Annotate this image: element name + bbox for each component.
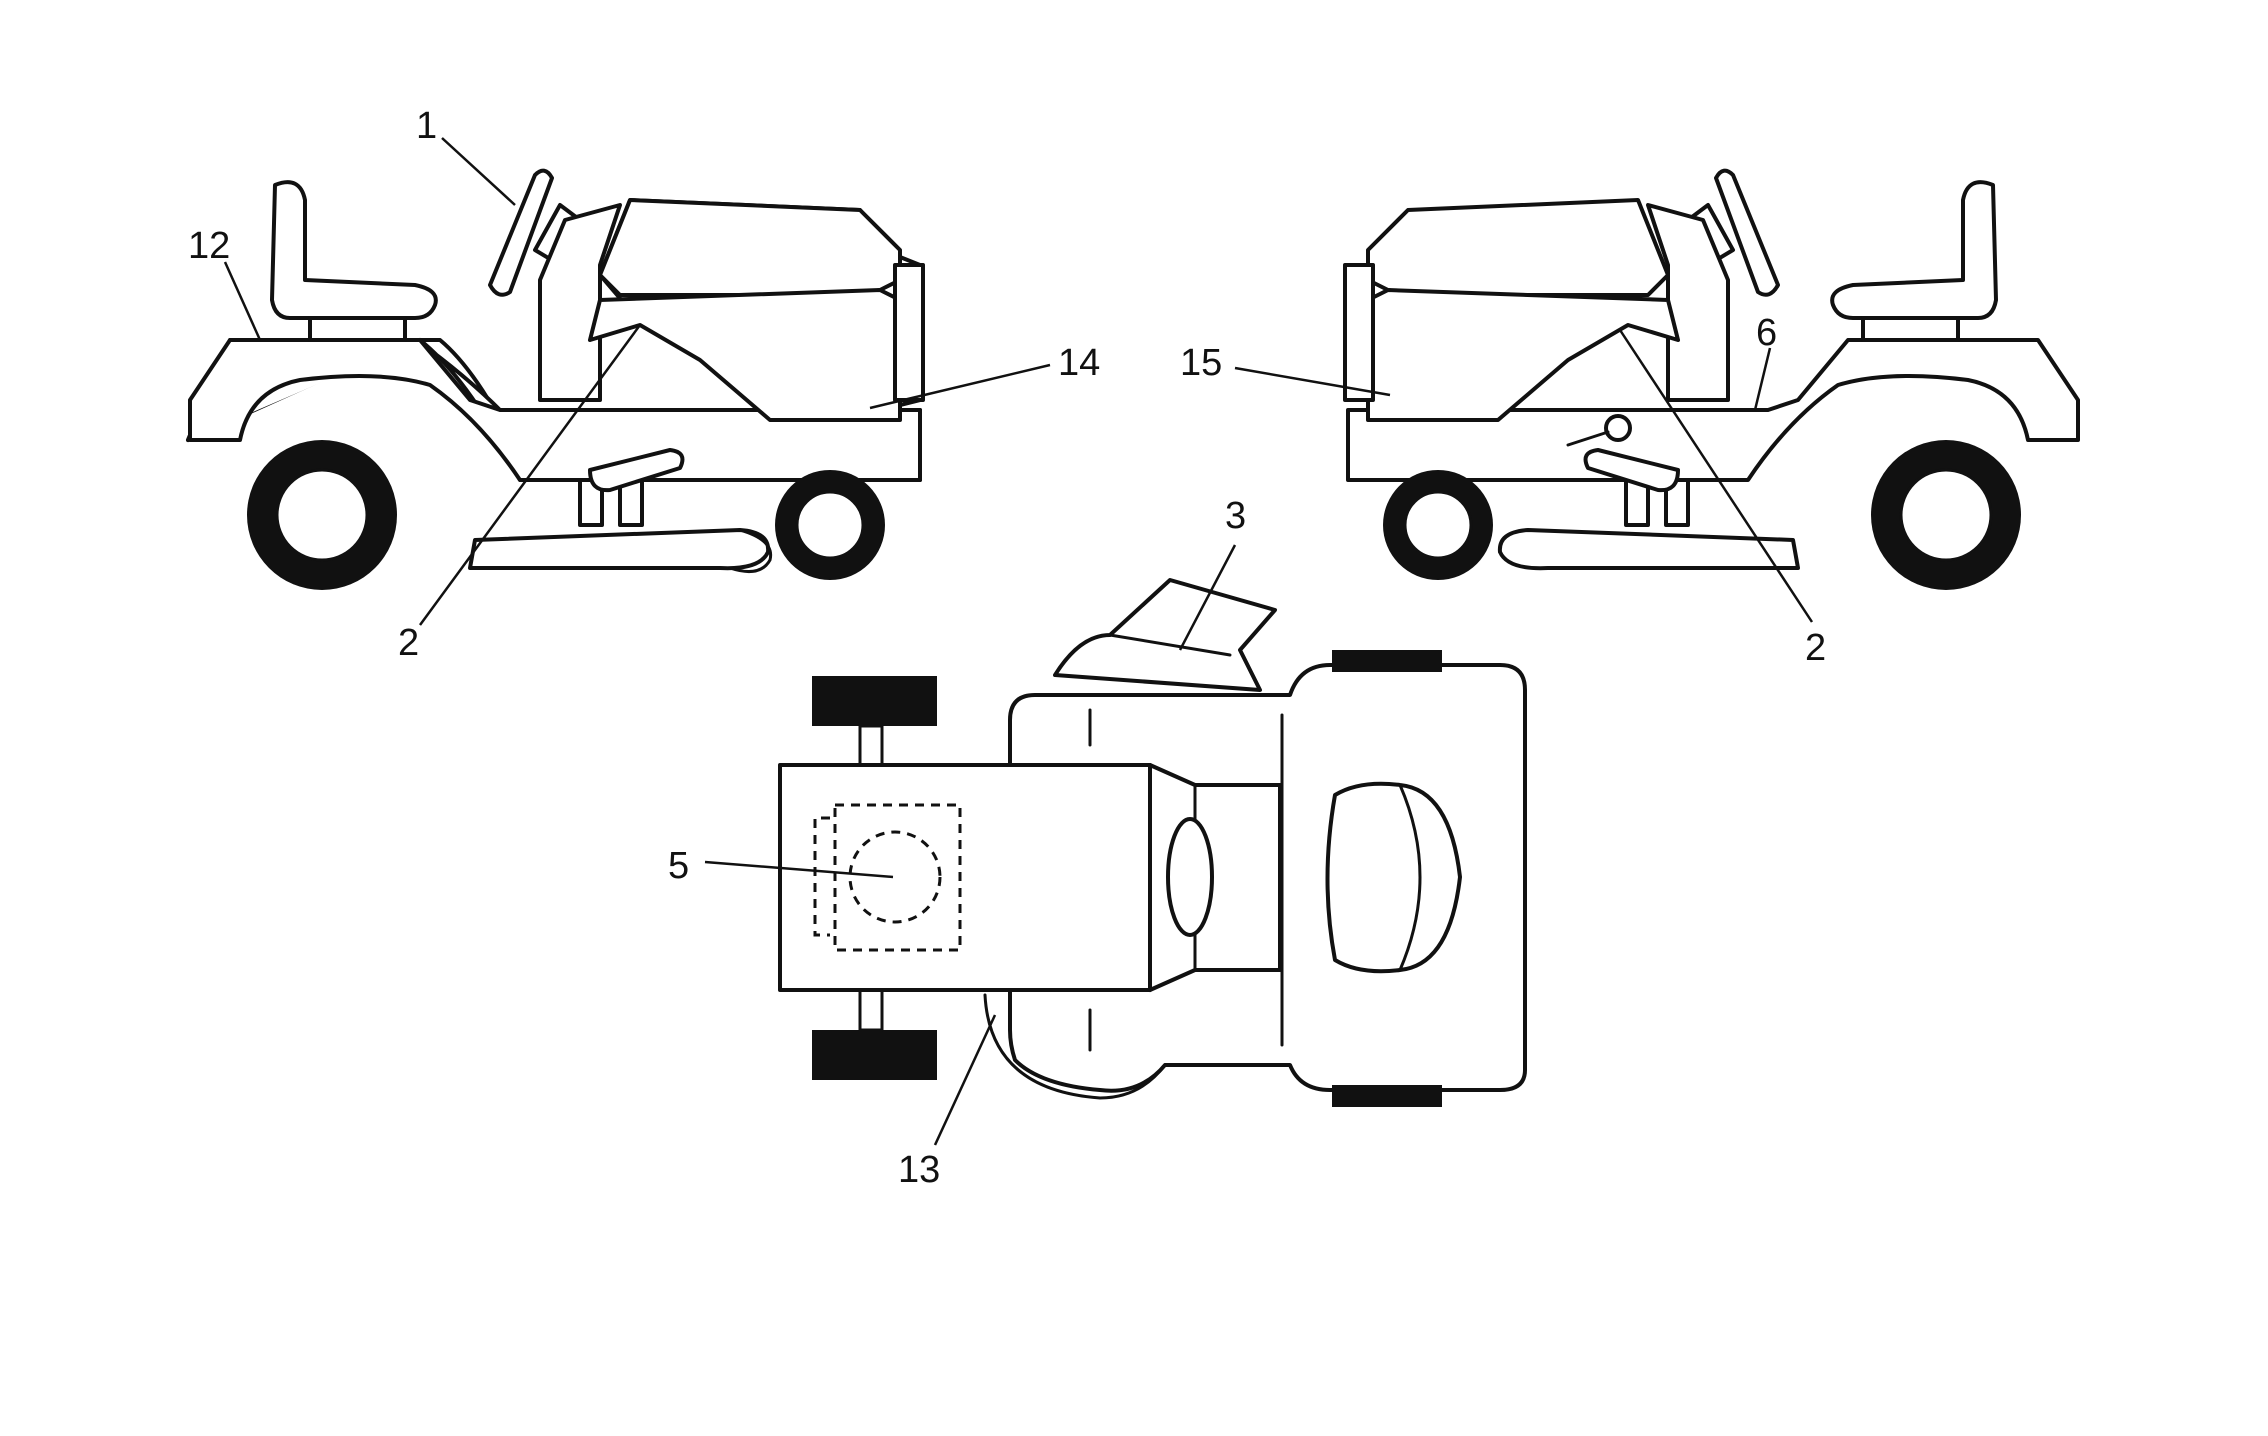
tractor-left-side-view [186, 168, 925, 590]
leader-2-right [1618, 329, 1814, 623]
tractor-top-view [778, 578, 1527, 1107]
callout-15: 15 [1180, 342, 1222, 384]
leader-2-left [418, 324, 642, 626]
callout-13: 13 [898, 1149, 940, 1191]
callout-12: 12 [188, 225, 230, 267]
callout-3: 3 [1225, 495, 1246, 537]
leader-15 [1234, 366, 1391, 397]
tractor-right-side-view [1343, 168, 2080, 590]
callout-2-right: 2 [1805, 627, 1826, 669]
callout-labels: 1 12 2 14 15 6 2 3 5 13 [188, 105, 1826, 1191]
leader-lines [223, 137, 1814, 1146]
callout-14: 14 [1058, 342, 1100, 384]
leader-13 [933, 1014, 997, 1146]
leader-3 [1178, 544, 1237, 651]
callout-5: 5 [668, 845, 689, 887]
leader-6 [1753, 347, 1772, 411]
callout-2-left: 2 [398, 622, 419, 664]
leader-1 [441, 137, 516, 206]
leader-5 [704, 860, 894, 879]
callout-1: 1 [416, 105, 437, 147]
leader-12 [223, 261, 262, 341]
callout-6: 6 [1756, 312, 1777, 354]
leader-14 [869, 363, 1051, 410]
